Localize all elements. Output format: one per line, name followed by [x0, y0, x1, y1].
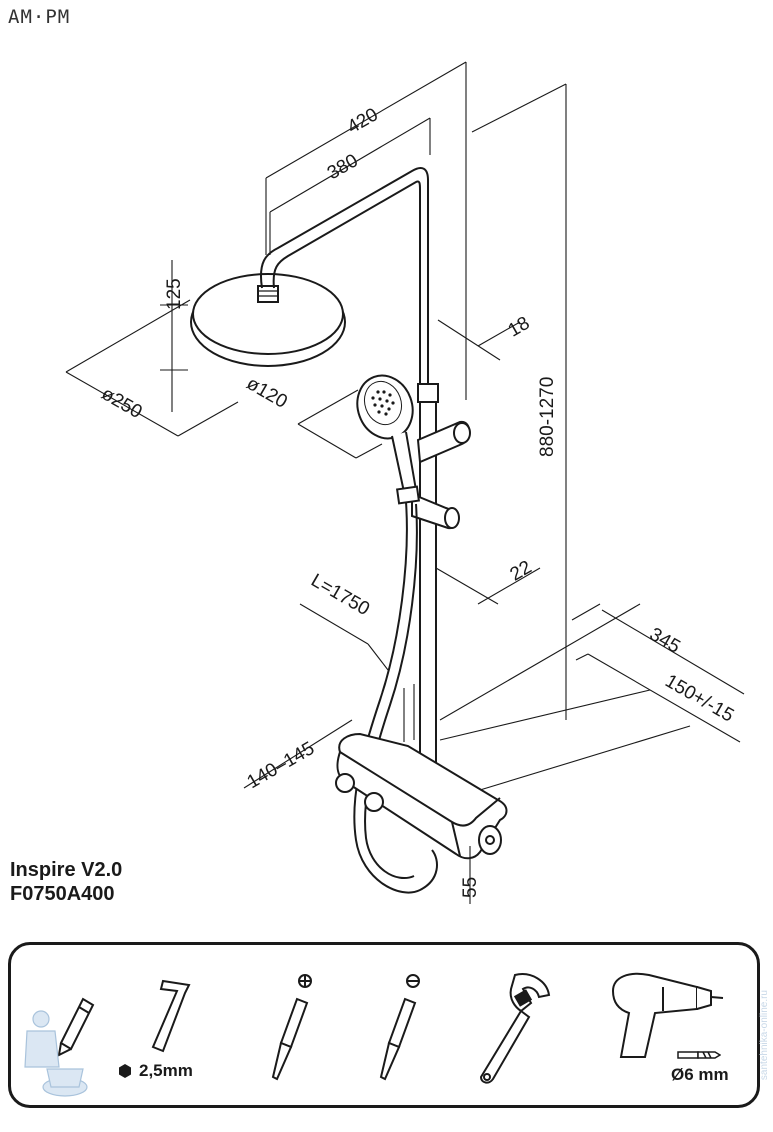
slider-holder — [411, 420, 471, 530]
drill-icon — [611, 972, 724, 1058]
thermostat-mixer — [335, 732, 508, 860]
product-code: F0750A400 — [10, 883, 115, 905]
dim-base-55: 55 — [460, 877, 481, 898]
dim-range-140-145: 140–145 — [244, 738, 319, 793]
adjustable-wrench-icon — [479, 973, 551, 1084]
phillips-screwdriver-icon — [271, 974, 312, 1081]
pencil-icon — [24, 997, 95, 1097]
dim-width-380: 380 — [324, 150, 362, 184]
drill-bit-size: Ø6 mm — [671, 1065, 729, 1084]
dim-depth-345: 345 — [646, 624, 684, 658]
dim-head-height-125: 125 — [164, 278, 185, 310]
overhead-shower-head — [190, 273, 346, 367]
shower-system-drawing: 420 380 125 ø250 ø120 18 880-1270 22 L=1… — [65, 61, 745, 904]
product-title: Inspire V2.0 F0750A400 — [10, 858, 122, 906]
dim-hand-diameter: ø120 — [243, 373, 291, 413]
brand-logo: AM·PM — [8, 6, 71, 28]
watermark: santehnika-online.ru — [759, 990, 770, 1081]
dim-hose-length: L=1750 — [307, 570, 373, 620]
hand-shower — [356, 374, 421, 505]
hex-key-icon — [151, 979, 191, 1053]
dim-head-diameter: ø250 — [98, 383, 146, 423]
hex-key-size: 2,5mm — [139, 1061, 193, 1080]
flat-screwdriver-icon — [379, 974, 420, 1081]
dimension-lines — [65, 61, 745, 904]
dim-pipe-22: 22 — [507, 557, 536, 586]
tools-panel: 2,5mm — [8, 942, 760, 1108]
dim-pipe-18: 18 — [505, 313, 534, 342]
shower-arm — [260, 167, 429, 390]
hex-nut-icon — [119, 1064, 131, 1078]
drill-bit-icon — [677, 1051, 721, 1059]
dim-height-range: 880-1270 — [537, 377, 558, 457]
plumber-mascot-icon — [24, 1010, 88, 1097]
product-series: Inspire V2.0 — [10, 859, 123, 881]
dim-width-420: 420 — [344, 104, 382, 138]
